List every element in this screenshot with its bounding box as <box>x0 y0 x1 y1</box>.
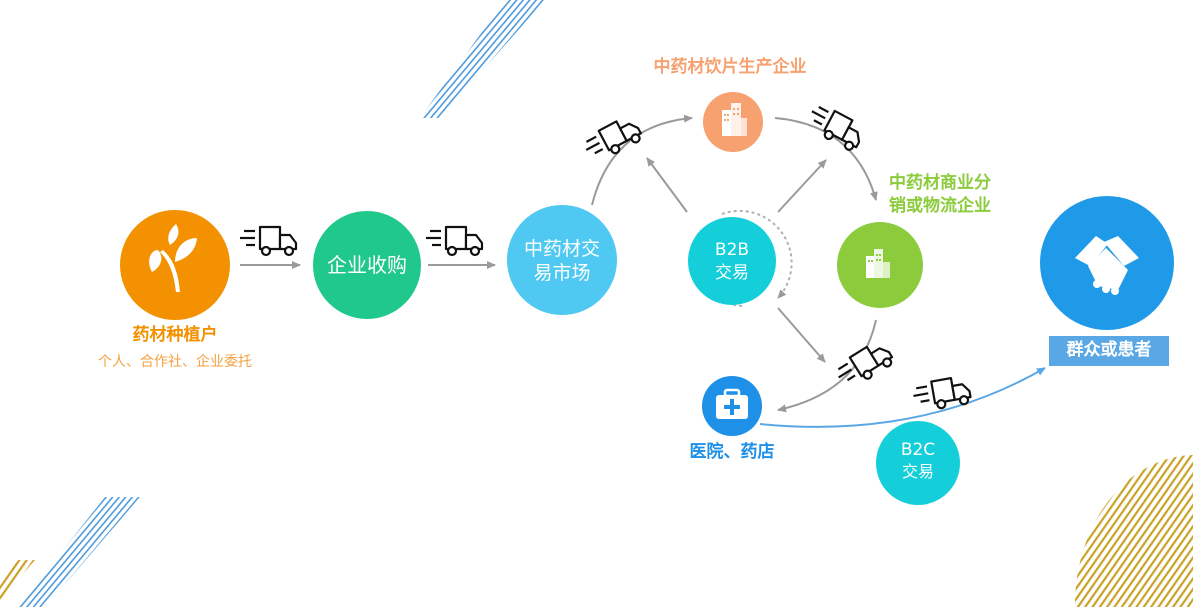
factory-label: 中药材饮片生产企业 <box>653 57 807 77</box>
market-node <box>507 205 617 315</box>
building-icon <box>722 103 747 136</box>
b2b-cycle-right <box>721 209 793 299</box>
market-label-line1: 中药材交 <box>523 238 600 260</box>
b2c-node <box>876 421 960 505</box>
truck-icon <box>238 225 298 257</box>
b2b-label-line1: B2B <box>714 240 750 260</box>
truck-icon <box>910 374 973 414</box>
decor-stripes-bottom-left <box>0 497 140 607</box>
b2c-label-line1: B2C <box>900 440 936 460</box>
arrow-b2b-to-factory <box>646 157 688 213</box>
arrow-market-to-factory <box>591 114 693 206</box>
truck-icon <box>424 225 484 257</box>
arrow-hospital-to-consumer <box>759 367 1046 428</box>
farmer-node <box>120 210 230 320</box>
medical-kit-icon <box>716 388 748 419</box>
truck-icon <box>579 112 645 167</box>
arrow-distributor-to-hospital <box>777 319 877 413</box>
consumer-label-box <box>1049 336 1169 366</box>
arrow-factory-to-distributor <box>774 117 878 201</box>
distributor-label-line2: 销或物流企业 <box>889 196 991 216</box>
purchase-node <box>313 211 421 319</box>
market-label-line2: 易市场 <box>533 262 591 284</box>
decor-stripes-top <box>420 0 545 118</box>
distributor-label-line1: 中药材商业分 <box>889 173 991 193</box>
b2b-label-line2: 交易 <box>715 263 749 283</box>
purchase-label: 企业收购 <box>327 253 407 277</box>
hospital-label: 医院、药店 <box>689 442 775 462</box>
leaf-icon <box>149 224 197 292</box>
building-icon <box>866 249 890 278</box>
decor-gold-arc <box>1074 455 1193 607</box>
arrow-b2b-to-hospital <box>777 307 826 363</box>
consumer-label: 群众或患者 <box>1066 340 1152 360</box>
farmer-label: 药材种植户 <box>132 325 218 345</box>
b2c-label-line2: 交易 <box>901 462 934 481</box>
farmer-sub-label: 个人、合作社、企业委托 <box>98 354 252 370</box>
b2b-node <box>688 217 776 305</box>
handshake-icon <box>1075 236 1139 295</box>
truck-icon <box>831 337 897 393</box>
arrow-b2b-to-distributor <box>777 159 827 213</box>
